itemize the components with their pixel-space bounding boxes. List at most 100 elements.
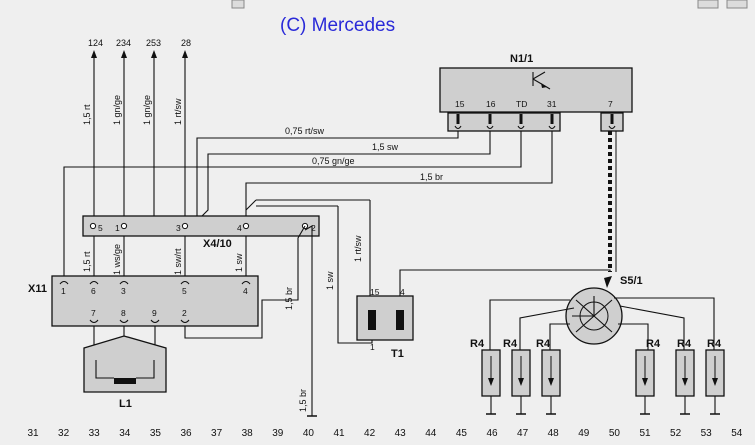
column-number: 40 [303, 428, 315, 439]
top-pin-label: 253 [146, 38, 161, 48]
wire-br-branch [245, 199, 257, 211]
column-number: 43 [395, 428, 407, 439]
n1-connector [447, 112, 561, 132]
top-pin-label: 28 [181, 38, 191, 48]
coil-icon [396, 310, 404, 330]
control-unit-n1: N1/1 15 16 TD 31 7 [439, 53, 633, 132]
x11-pin: 8 [121, 308, 126, 318]
t1-pin: 1 [370, 342, 375, 352]
column-number: 44 [425, 428, 437, 439]
transistor-icon [532, 71, 551, 90]
wire-label: 1 gn/ge [142, 95, 152, 125]
x11-box [51, 275, 259, 327]
wire-rt-sw [196, 131, 459, 222]
terminal-icon [242, 222, 250, 230]
t1-label: T1 [391, 348, 404, 360]
scan-artifact [697, 0, 719, 9]
wire-x4-2 [184, 225, 306, 339]
magnet-icon [114, 378, 136, 384]
scan-artifact [726, 0, 748, 9]
ground-icon [307, 413, 720, 417]
transistor-arrow-icon [541, 83, 547, 88]
column-number: 53 [701, 428, 713, 439]
r4-label: R4 [536, 338, 551, 350]
socket-icon [59, 280, 251, 285]
n1-label: N1/1 [510, 53, 533, 65]
coil-wires [95, 360, 155, 379]
column-number: 32 [58, 428, 70, 439]
x11-pin: 6 [91, 286, 96, 296]
column-number: 34 [119, 428, 131, 439]
column-number: 48 [548, 428, 560, 439]
wire-t1-feed [256, 199, 370, 207]
column-number: 41 [333, 428, 345, 439]
column-number: 46 [486, 428, 498, 439]
component-l1: L1 [83, 326, 167, 410]
n1-pin: 31 [547, 99, 557, 109]
pin-contact-icon [456, 114, 614, 124]
x4-pin: 1 [115, 223, 120, 233]
wires-s5-r4 [489, 297, 715, 350]
x4-pin: 5 [98, 223, 103, 233]
x11-pin: 7 [91, 308, 96, 318]
ground-wires [490, 396, 716, 414]
terminal-icon [89, 222, 97, 230]
column-number: 33 [89, 428, 101, 439]
socket-icon [89, 319, 190, 324]
top-pin-label: 234 [116, 38, 131, 48]
x11-pin: 2 [182, 308, 187, 318]
resistor-inner [490, 356, 716, 384]
wire-label: 1,5 rt [82, 251, 92, 272]
switch-contacts-icon [572, 296, 613, 333]
r4-label: R4 [646, 338, 661, 350]
connector-x11: X11 1 6 3 5 4 7 8 9 2 [28, 275, 259, 327]
n1-pin: TD [516, 99, 527, 109]
column-number: 38 [242, 428, 254, 439]
t1-pin: 4 [400, 287, 405, 297]
r4-label: R4 [503, 338, 518, 350]
x4-pin: 4 [237, 223, 242, 233]
column-number: 47 [517, 428, 529, 439]
wire-br-ground [304, 225, 313, 416]
connector-x4-10: 5 1 3 4 2 X4/10 [82, 215, 320, 416]
harness-wires: 0,75 rt/sw 1,5 sw 0,75 gn/ge 1,5 br [63, 126, 617, 280]
socket-icon [454, 125, 616, 130]
wire-t1-1 [337, 206, 373, 344]
wire-label: 1 gn/ge [112, 95, 122, 125]
wire-sw [189, 131, 491, 229]
x11-pin: 4 [243, 286, 248, 296]
column-number: 49 [578, 428, 590, 439]
terminal-icon [120, 222, 128, 230]
top-pin-wires [93, 52, 186, 218]
x11-pin: 5 [182, 286, 187, 296]
column-number: 50 [609, 428, 621, 439]
wire-s5-feed [604, 269, 611, 272]
wire-label: 0,75 rt/sw [285, 126, 325, 136]
column-number: 51 [639, 428, 651, 439]
column-number: 35 [150, 428, 162, 439]
wire-label: 1 sw/rt [173, 248, 183, 275]
wire-br [245, 131, 553, 224]
n1-pin: 7 [608, 99, 613, 109]
wire-label: 1,5 br [284, 287, 294, 310]
column-number: 31 [27, 428, 39, 439]
t1-box [356, 295, 414, 341]
wire-t1-4 [399, 269, 604, 296]
r4-label: R4 [470, 338, 485, 350]
r4-label: R4 [677, 338, 692, 350]
column-number: 37 [211, 428, 223, 439]
wire-label: 1 ws/ge [112, 244, 122, 275]
terminal-icon [181, 222, 189, 230]
wire-label: 1 sw [234, 253, 244, 272]
x11-label: X11 [28, 283, 47, 295]
wire-gn-ge [63, 131, 522, 280]
scan-artifact [231, 0, 245, 9]
switch-arm-icon [604, 276, 612, 288]
switch-s5-1: S5/1 [489, 269, 715, 350]
column-number: 52 [670, 428, 682, 439]
column-number: 54 [731, 428, 743, 439]
coil-icon [368, 310, 376, 330]
wire-label: 1 sw [325, 271, 335, 290]
